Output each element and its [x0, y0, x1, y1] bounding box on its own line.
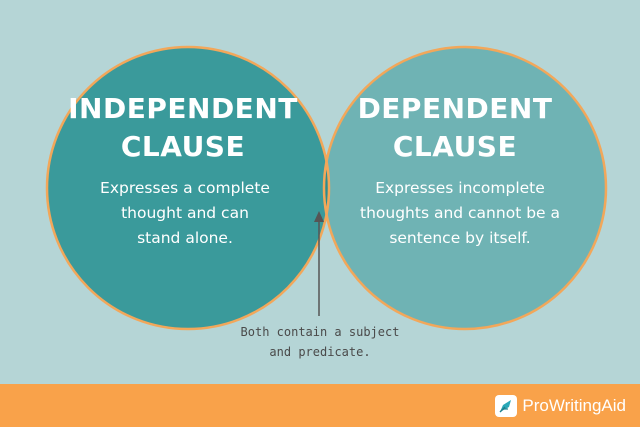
brand-logo[interactable]: ProWritingAid [495, 394, 626, 418]
right-title-line2: CLAUSE [392, 130, 518, 163]
dependent-clause-description: Expresses incomplete thoughts and cannot… [340, 176, 580, 251]
right-circle [324, 47, 606, 329]
overlap-note: Both contain a subject and predicate. [220, 322, 420, 362]
venn-circles [45, 45, 608, 331]
left-title-line1: INDEPENDENT [68, 92, 298, 125]
right-circle-outline [322, 45, 608, 331]
dependent-clause-title: DEPENDENT CLAUSE [330, 90, 580, 166]
overlap-note-line1: Both contain a subject [240, 325, 400, 339]
quill-pen-icon [495, 395, 518, 417]
right-desc-line2: thoughts and cannot be a [360, 204, 560, 222]
brand-name: ProWritingAid [522, 396, 626, 415]
left-circle-outline [45, 45, 331, 331]
independent-clause-description: Expresses a complete thought and can sta… [70, 176, 300, 251]
pointer-arrow-head [314, 211, 324, 222]
right-desc-line3: sentence by itself. [389, 229, 531, 247]
left-circle [47, 47, 329, 329]
left-desc-line3: stand alone. [137, 229, 233, 247]
independent-clause-title: INDEPENDENT CLAUSE [58, 90, 308, 166]
left-desc-line2: thought and can [121, 204, 249, 222]
overlap-note-line2: and predicate. [269, 345, 371, 359]
right-desc-line1: Expresses incomplete [375, 179, 545, 197]
left-desc-line1: Expresses a complete [100, 179, 270, 197]
footer-bar: ProWritingAid [0, 384, 640, 427]
right-title-line1: DEPENDENT [357, 92, 553, 125]
left-title-line2: CLAUSE [120, 130, 246, 163]
